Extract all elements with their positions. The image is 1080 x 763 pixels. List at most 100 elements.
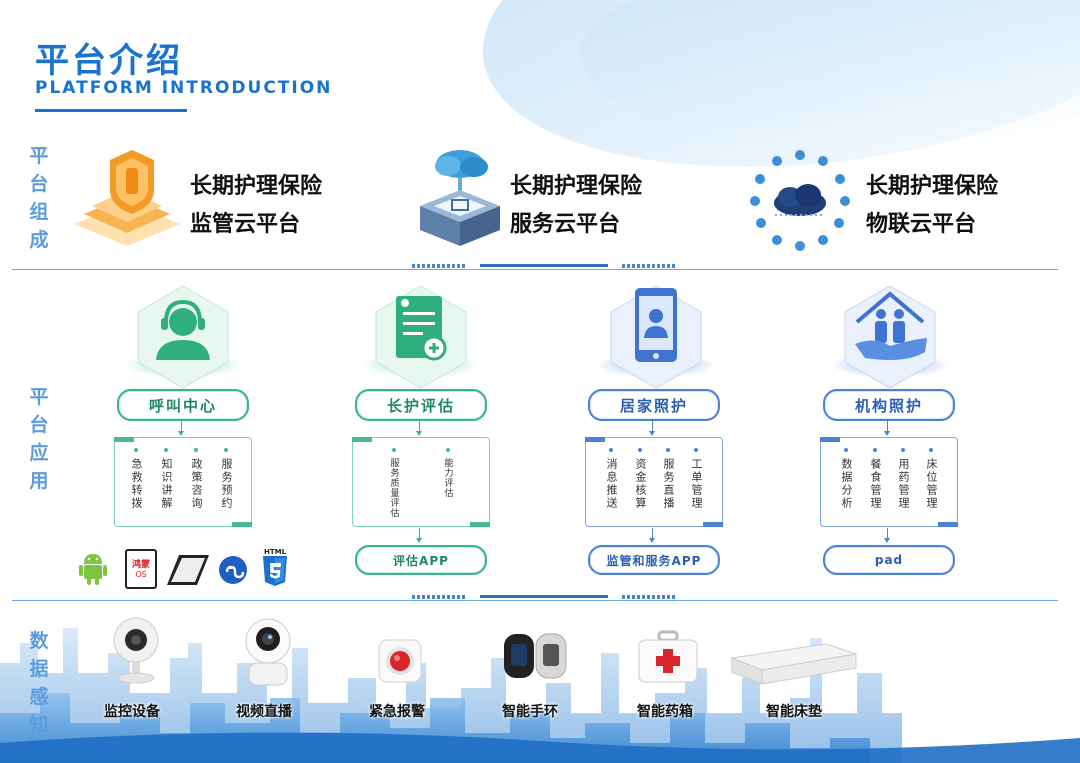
app-panel-home-care: 消息推送 资金核算 服务直播 工单管理 <box>585 437 723 527</box>
bullet-dot <box>638 448 642 452</box>
bullet-dot <box>164 448 168 452</box>
bullet-dot <box>666 448 670 452</box>
smart-band-icon <box>504 633 567 679</box>
item-text: 知识讲解 <box>160 458 173 510</box>
item-text: 消息推送 <box>605 458 618 510</box>
tablet-icon <box>167 555 209 585</box>
divider-deco <box>480 264 608 267</box>
list-item: 政策咨询 <box>189 448 203 510</box>
list-item: 知识讲解 <box>159 448 173 510</box>
divider-deco <box>480 595 608 598</box>
item-text: 数据分析 <box>840 458 853 510</box>
bullet-dot <box>694 448 698 452</box>
divider-bottom <box>12 600 1058 601</box>
html5-icon: HTML <box>261 548 289 588</box>
list-item: 用药管理 <box>896 448 910 510</box>
panel-corner <box>703 522 723 527</box>
cloud-server-icon <box>420 150 500 246</box>
divider-deco <box>622 595 677 599</box>
assessment-doc-icon <box>375 285 467 389</box>
item-text: 能力评估 <box>442 458 453 498</box>
list-item: 服务预约 <box>219 448 233 510</box>
mattress-icon <box>730 643 857 685</box>
app-home-care[interactable]: 居家照护 <box>588 389 720 421</box>
item-text: 工单管理 <box>690 458 703 510</box>
list-item: 能力评估 <box>441 448 455 498</box>
flow-arrow <box>416 421 422 436</box>
item-text: 用药管理 <box>897 458 910 510</box>
app-footer-pad[interactable]: pad <box>823 545 955 575</box>
app-institution-care[interactable]: 机构照护 <box>823 389 955 421</box>
list-item: 服务质量评估 <box>387 448 401 518</box>
platform-service: 长期护理保险 服务云平台 <box>510 168 642 244</box>
list-item: 急救转拨 <box>129 448 143 510</box>
bullet-dot <box>929 448 933 452</box>
flow-arrow <box>649 421 655 436</box>
platform-title: 长期护理保险 <box>190 174 323 199</box>
platform-subtitle: 物联云平台 <box>866 212 977 237</box>
item-text: 服务预约 <box>220 458 233 510</box>
flow-arrow <box>884 528 890 543</box>
shield-icon <box>74 150 180 246</box>
section-label-composition: 平台组成 <box>29 145 49 251</box>
list-item: 工单管理 <box>689 448 703 510</box>
flow-arrow <box>649 528 655 543</box>
bullet-dot <box>224 448 228 452</box>
bullet-dot <box>901 448 905 452</box>
item-text: 政策咨询 <box>190 458 203 510</box>
device-label-medicine: 智能药箱 <box>637 704 693 720</box>
list-item: 资金核算 <box>633 448 647 510</box>
bullet-dot <box>844 448 848 452</box>
harmony-os-subtext: OS <box>135 570 147 579</box>
section-label-sensing: 数据感知 <box>29 630 49 736</box>
item-text: 急救转拨 <box>130 458 143 510</box>
list-item: 服务直播 <box>661 448 675 510</box>
item-text: 餐食管理 <box>869 458 882 510</box>
panel-corner <box>114 437 134 442</box>
headset-agent-icon <box>137 285 229 389</box>
harmony-os-text: 鸿蒙 <box>131 560 150 570</box>
list-item: 数据分析 <box>839 448 853 510</box>
app-assessment[interactable]: 长护评估 <box>355 389 487 421</box>
platform-subtitle: 服务云平台 <box>510 212 621 237</box>
divider-deco <box>622 264 677 268</box>
app-panel-assessment: 服务质量评估 能力评估 <box>352 437 490 527</box>
flow-arrow <box>416 528 422 543</box>
mobile-doctor-icon <box>610 285 702 389</box>
harmony-os-icon: 鸿蒙 OS <box>125 549 157 589</box>
device-label-video-live: 视频直播 <box>236 704 292 720</box>
smart-home-icon <box>913 635 1005 718</box>
city-skyline <box>0 628 1080 763</box>
panel-corner <box>352 437 372 442</box>
item-text: 床位管理 <box>925 458 938 510</box>
app-panel-call-center: 急救转拨 知识讲解 政策咨询 服务预约 <box>114 437 252 527</box>
webcam-icon <box>113 617 159 684</box>
divider-top <box>12 269 1058 270</box>
page-subtitle: PLATFORM INTRODUCTION <box>35 78 333 98</box>
bullet-dot <box>194 448 198 452</box>
item-text: 服务直播 <box>662 458 675 510</box>
list-item: 餐食管理 <box>868 448 882 510</box>
list-item: 消息推送 <box>604 448 618 510</box>
app-footer-supervision-app[interactable]: 监管和服务APP <box>588 545 720 575</box>
iot-cloud-icon <box>750 150 850 251</box>
ptz-camera-icon <box>245 618 291 686</box>
bullet-dot <box>446 448 450 452</box>
bullet-dot <box>134 448 138 452</box>
device-label-mattress: 智能床垫 <box>766 704 822 720</box>
app-call-center[interactable]: 呼叫中心 <box>117 389 249 421</box>
bullet-dot <box>392 448 396 452</box>
app-footer-assessment-app[interactable]: 评估APP <box>355 545 487 575</box>
item-text: 资金核算 <box>634 458 647 510</box>
divider-deco <box>412 595 467 599</box>
html5-shield-icon <box>263 556 287 586</box>
panel-corner <box>938 522 958 527</box>
alarm-button-icon <box>378 639 422 683</box>
android-icon <box>79 554 107 585</box>
medicine-box-icon <box>638 630 698 683</box>
device-label-emergency: 紧急报警 <box>369 704 425 720</box>
flow-arrow <box>178 421 184 436</box>
panel-corner <box>585 437 605 442</box>
platform-iot: 长期护理保险 物联云平台 <box>866 168 998 244</box>
